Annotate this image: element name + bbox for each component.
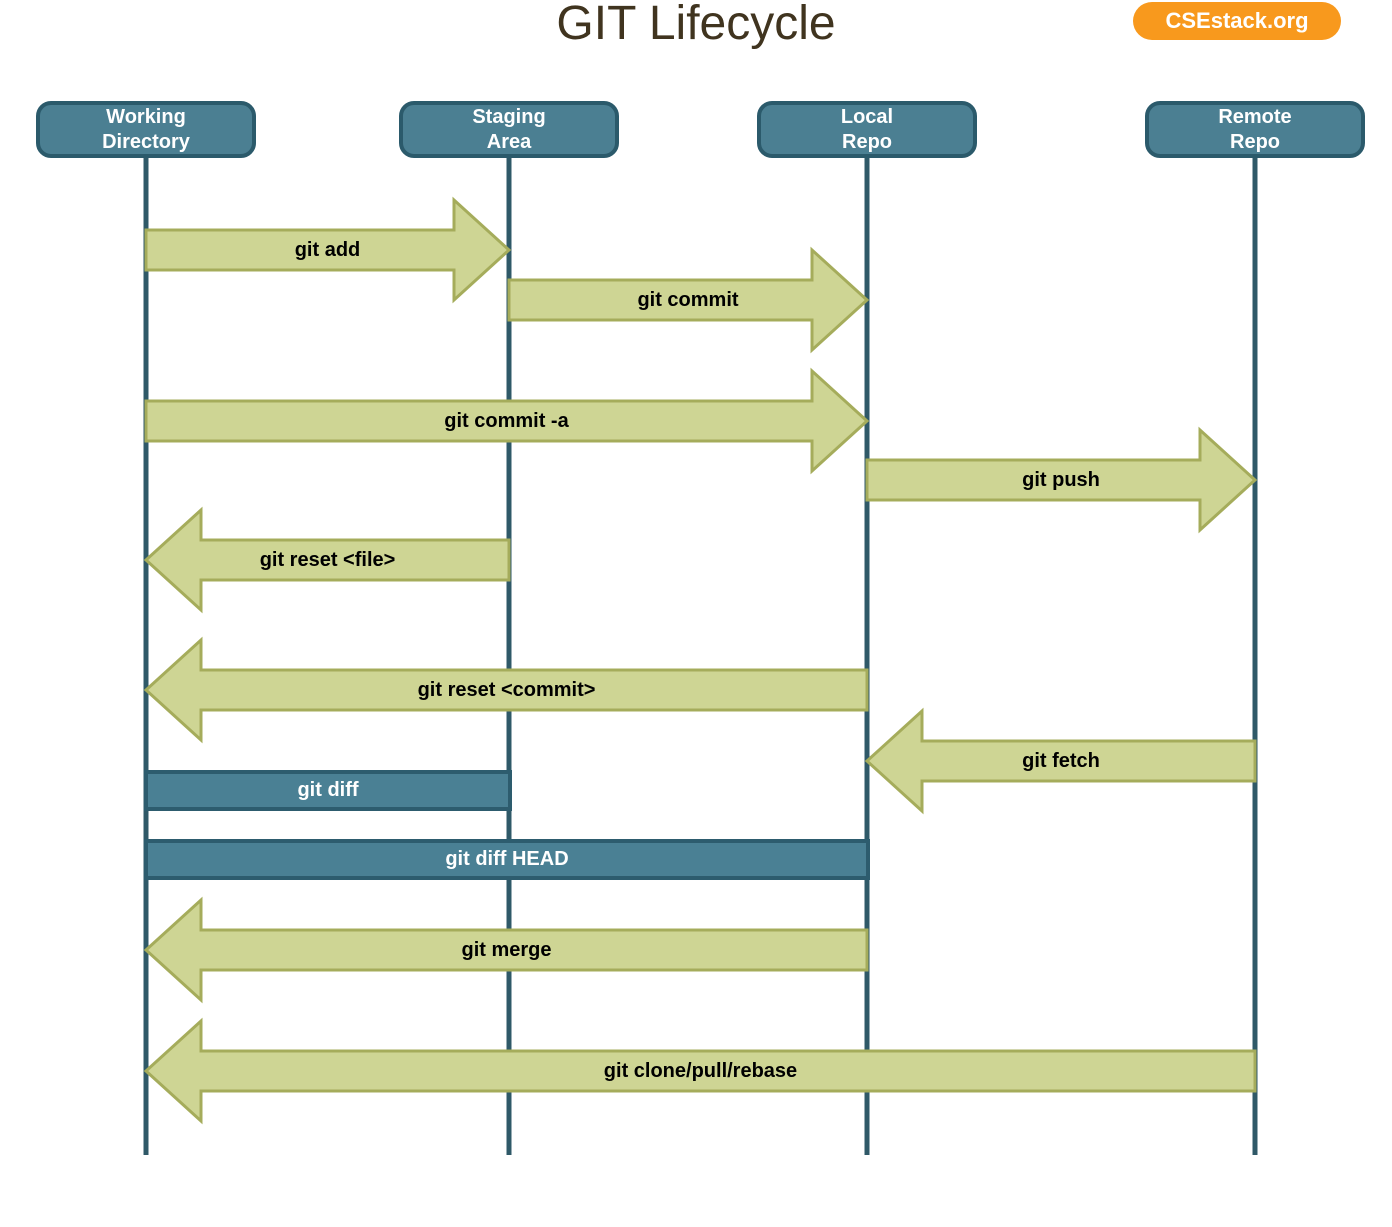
node-label-line1: Local <box>840 105 894 128</box>
flow-git-push: git push <box>865 426 1258 534</box>
flow-label: git reset <file> <box>259 548 396 571</box>
node-label-line1: Working <box>106 105 186 128</box>
lifeline-remote-repo <box>1252 158 1258 1155</box>
flow-git-reset-file: git reset <file> <box>143 506 511 614</box>
node-working-directory: Working Directory <box>36 101 256 158</box>
flow-label: git push <box>1022 468 1100 491</box>
arrow-left-shape <box>864 707 1257 815</box>
flow-label: git fetch <box>1022 749 1100 772</box>
node-label-line2: Repo <box>842 130 892 153</box>
node-label-line2: Repo <box>1230 130 1280 153</box>
flow-label: git add <box>294 238 361 261</box>
flow-git-fetch: git fetch <box>864 707 1257 815</box>
lifeline-local-repo <box>864 158 870 1155</box>
node-local-repo: Local Repo <box>757 101 977 158</box>
arrow-right-shape <box>507 246 870 354</box>
arrow-left-shape <box>143 1017 1257 1125</box>
flow-git-clone-pull-rebase: git clone/pull/rebase <box>143 1017 1257 1125</box>
node-staging-area: Staging Area <box>399 101 619 158</box>
node-label-line1: Remote <box>1218 105 1292 128</box>
flow-label: git clone/pull/rebase <box>603 1059 798 1082</box>
node-label-line1: Staging <box>472 105 546 128</box>
flow-git-merge: git merge <box>143 896 869 1004</box>
node-label-line2: Area <box>486 130 532 153</box>
flow-git-diff-head: git diff HEAD <box>144 839 870 880</box>
lifeline-staging-area <box>506 158 512 1155</box>
csestack-logo-badge: CSEstack.org <box>1133 2 1341 40</box>
node-remote-repo: Remote Repo <box>1145 101 1365 158</box>
lifeline-working-directory <box>143 158 149 1155</box>
flow-label: git commit -a <box>444 409 569 432</box>
page-title: GIT Lifecycle <box>556 0 836 50</box>
arrow-right-shape <box>144 196 512 304</box>
node-label-line2: Directory <box>102 130 190 153</box>
flow-label: git commit <box>637 288 739 311</box>
flow-label: git reset <commit> <box>417 678 596 701</box>
arrow-right-shape <box>144 367 870 475</box>
flow-git-diff: git diff <box>144 770 512 811</box>
flow-label: git merge <box>461 938 552 961</box>
flow-git-commit-a: git commit -a <box>144 367 870 475</box>
flow-git-reset-commit: git reset <commit> <box>143 636 869 744</box>
arrow-right-shape <box>865 426 1258 534</box>
flow-git-commit: git commit <box>507 246 870 354</box>
flow-git-add: git add <box>144 196 512 304</box>
arrow-left-shape <box>143 506 511 614</box>
arrow-left-shape <box>143 636 869 744</box>
arrow-left-shape <box>143 896 869 1004</box>
